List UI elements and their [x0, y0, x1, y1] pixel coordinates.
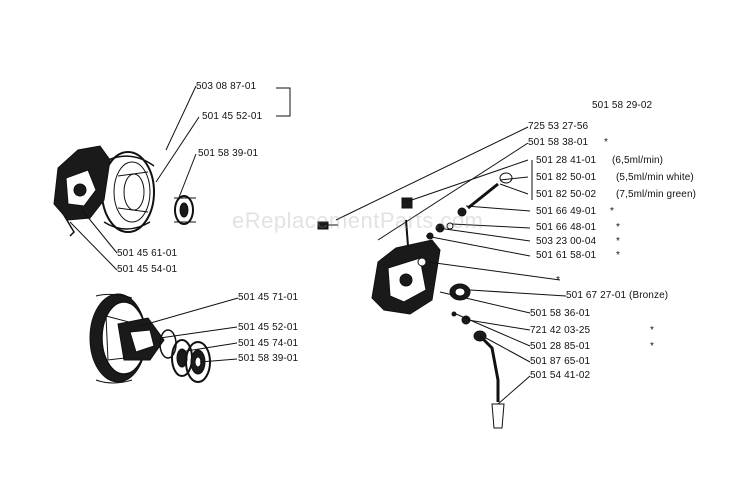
part-label: 501 66 49-01: [536, 206, 597, 217]
asterisk: *: [650, 325, 654, 336]
small-screw-left: [317, 221, 338, 230]
flow-rate: (5,5ml/min white): [616, 172, 694, 183]
pump-plunger: [457, 172, 513, 217]
part-label: 501 45 52-01: [202, 111, 263, 122]
worm-gear: [449, 283, 471, 301]
assembly-header: 501 58 29-02: [592, 100, 653, 111]
asterisk: *: [616, 236, 620, 247]
part-label: 721 42 03-25: [530, 325, 591, 336]
clutch-shoes-bottom: [117, 317, 177, 361]
part-label: 503 08 87-01: [196, 81, 257, 92]
bearing-bottom: [171, 339, 193, 377]
part-label: 501 28 41-01: [536, 155, 597, 166]
clutch-shoes-top: [53, 145, 111, 237]
asterisk: *: [616, 250, 620, 261]
asterisk: *: [610, 206, 614, 217]
part-label: 501 58 36-01: [530, 308, 591, 319]
watermark: eReplacementParts.com: [232, 208, 484, 233]
part-label: 501 66 48-01: [536, 222, 597, 233]
oil-pump-body: [371, 239, 441, 315]
part-label: 501 58 39-01: [198, 148, 259, 159]
flow-rate: (6,5ml/min): [612, 155, 664, 166]
oil-hose: [473, 330, 505, 429]
part-label: 725 53 27-56: [528, 121, 589, 132]
part-label: 501 61 58-01: [536, 250, 597, 261]
needle-bearing-top: [174, 195, 196, 225]
part-label: 503 23 00-04: [536, 236, 597, 247]
part-label: 501 67 27-01 (Bronze): [566, 290, 669, 301]
asterisk: *: [650, 341, 654, 352]
washer-bottom: [185, 341, 211, 383]
part-label: 501 45 71-01: [238, 292, 299, 303]
part-label: 501 45 74-01: [238, 338, 299, 349]
part-label: 501 87 65-01: [530, 356, 591, 367]
part-label: 501 58 39-01: [238, 353, 299, 364]
part-label: 501 82 50-01: [536, 172, 597, 183]
part-label: 501 28 85-01: [530, 341, 591, 352]
pump-screw-top: [401, 197, 413, 247]
part-label: 501 45 54-01: [117, 264, 178, 275]
flow-rate: (7,5ml/min green): [616, 189, 697, 200]
part-label: 501 45 52-01: [238, 322, 299, 333]
asterisk: *: [556, 275, 560, 286]
part-label: 501 82 50-02: [536, 189, 597, 200]
part-label: 501 54 41-02: [530, 370, 591, 381]
asterisk: *: [616, 222, 620, 233]
part-label: 501 45 61-01: [117, 248, 178, 259]
small-parts-bottom: [451, 311, 471, 325]
part-label: 501 58 38-01: [528, 137, 589, 148]
asterisk: *: [604, 137, 608, 148]
